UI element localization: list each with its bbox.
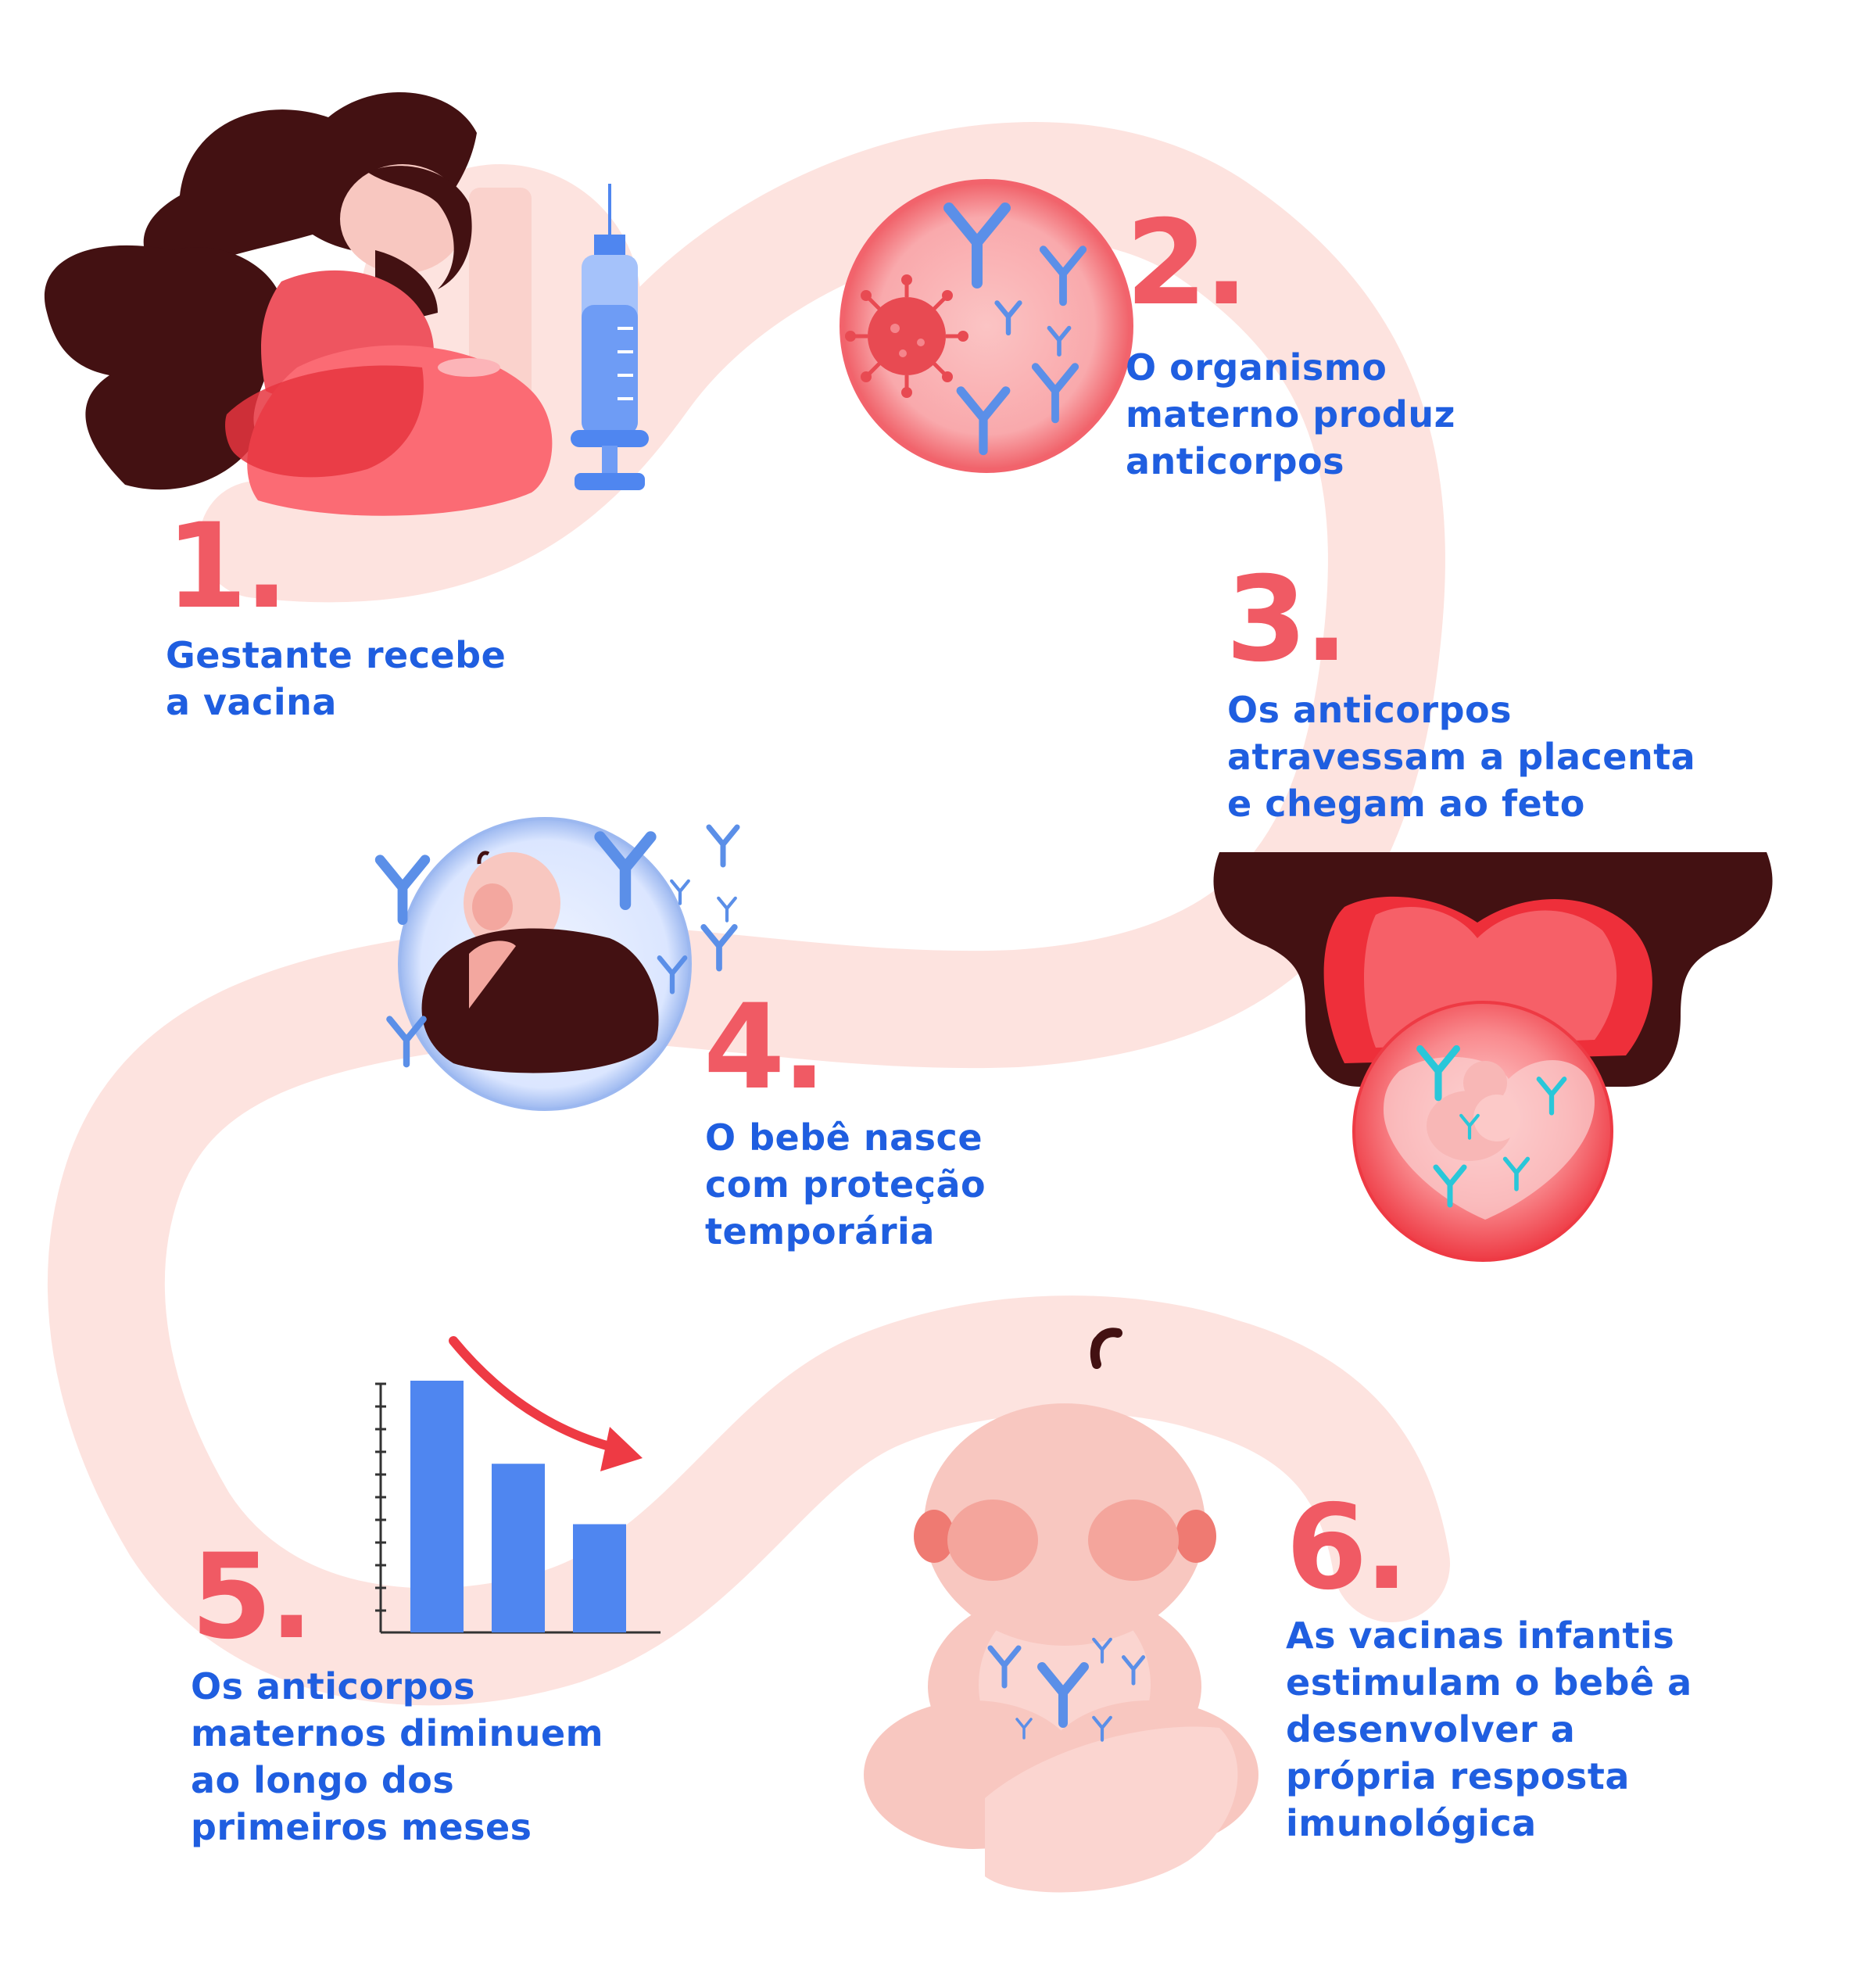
declining-bar-chart-illustration: [375, 1336, 661, 1634]
step-6-caption-line: desenvolver a: [1286, 1708, 1576, 1750]
woman-illustration: [44, 91, 641, 516]
step-3-caption-line: Os anticorpos: [1227, 689, 1513, 731]
step-6-caption-line: estimulam o bebê a: [1286, 1661, 1692, 1704]
step-2-caption: O organismo materno produz anticorpos: [1126, 344, 1455, 485]
step-5-caption-line: ao longo dos: [191, 1759, 455, 1801]
step-3-caption-line: e chegam ao feto: [1227, 783, 1585, 825]
step-6-caption-line: imunológica: [1286, 1802, 1537, 1844]
step-3-caption: Os anticorpos atravessam a placenta e ch…: [1227, 686, 1695, 827]
step-4-caption-line: O bebê nasce: [705, 1116, 983, 1159]
step-1-caption-line: a vacina: [166, 681, 337, 723]
step-3-caption-line: atravessam a placenta: [1227, 736, 1696, 778]
baby-illustration: [864, 1328, 1258, 1893]
step-5-number: 5.: [191, 1529, 313, 1665]
step-4-caption: O bebê nasce com proteção temporária: [705, 1114, 986, 1255]
step-1-caption: Gestante recebe a vacina: [166, 632, 506, 726]
step-2-caption-line: materno produz: [1126, 393, 1455, 435]
cell-illustration: [840, 179, 1133, 473]
chart-bar: [573, 1524, 626, 1632]
step-4-caption-line: com proteção: [705, 1163, 986, 1206]
step-5-caption-line: primeiros meses: [191, 1806, 532, 1848]
step-2-number: 2.: [1126, 195, 1248, 331]
step-2-caption-line: O organismo: [1126, 346, 1387, 389]
step-6-caption: As vacinas infantis estimulam o bebê a d…: [1286, 1612, 1692, 1847]
step-5-caption-line: Os anticorpos: [191, 1665, 476, 1707]
step-5-caption-line: maternos diminuem: [191, 1712, 604, 1754]
step-4-caption-line: temporária: [705, 1210, 935, 1252]
chart-bar: [492, 1464, 545, 1632]
step-6-caption-line: As vacinas infantis: [1286, 1614, 1675, 1657]
step-5-caption: Os anticorpos maternos diminuem ao longo…: [191, 1663, 603, 1851]
step-2-caption-line: anticorpos: [1126, 440, 1345, 482]
newborn-illustration: [380, 817, 737, 1111]
step-1-caption-line: Gestante recebe: [166, 634, 507, 676]
step-3-number: 3.: [1226, 552, 1348, 688]
step-4-number: 4.: [704, 980, 826, 1116]
down-arrow-icon: [449, 1336, 643, 1471]
step-1-number: 1.: [166, 499, 288, 635]
step-6-number: 6.: [1286, 1480, 1409, 1616]
syringe-illustration: [571, 184, 649, 490]
placenta-illustration: [1213, 852, 1773, 1262]
virus-icon: [845, 274, 968, 398]
step-6-caption-line: própria resposta: [1286, 1755, 1630, 1797]
chart-bar: [410, 1381, 464, 1632]
